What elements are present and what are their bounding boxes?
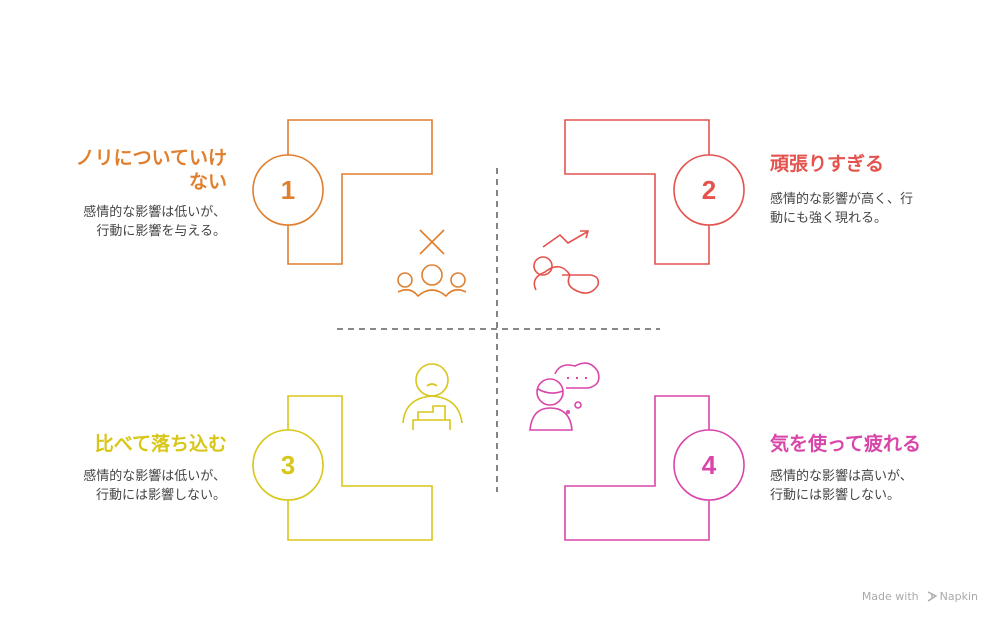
badge-number-1: 1: [281, 175, 295, 205]
desc-line: 感情的な影響は低いが、: [83, 469, 226, 484]
quadrant-1-title: ノリについていけ ない: [40, 146, 227, 194]
sad-comparison-icon: [402, 363, 463, 430]
napkin-logo-icon: [927, 591, 938, 602]
desc-line: 感情的な影響は低いが、: [83, 205, 226, 220]
quadrant-4-title: 気を使って疲れる: [770, 433, 922, 455]
excluded-group-icon: [397, 229, 467, 298]
overexertion-icon: [533, 230, 600, 294]
badge-number-3: 3: [281, 450, 295, 480]
quadrant-1-title-line1: ノリについていけ: [75, 147, 227, 169]
made-with-label: Made with: [861, 590, 919, 603]
desc-line: 行動には影響しない。: [770, 488, 901, 503]
desc-line: 行動には影響しない。: [95, 488, 226, 503]
worried-thinking-icon: [529, 362, 600, 431]
desc-line: 感情的な影響は高いが、: [770, 469, 913, 484]
quadrant-3-title: 比べて落ち込む: [94, 433, 227, 455]
badge-number-4: 4: [702, 450, 717, 480]
quadrant-2-title: 頑張りすぎる: [770, 153, 885, 175]
quadrant-1-title-line2: ない: [188, 171, 227, 193]
quadrant-3-frame: [287, 395, 433, 541]
quadrant-1-frame: [287, 119, 433, 265]
napkin-brand: Napkin: [939, 590, 978, 603]
quadrant-2-badge: [673, 154, 745, 226]
quadrant-2-frame: [564, 119, 710, 265]
quadrant-1-description: 感情的な影響は低いが、 行動に影響を与える。: [30, 203, 226, 241]
quadrant-1-badge: [252, 154, 324, 226]
quadrant-3-badge: [252, 429, 324, 501]
quadrant-2-description: 感情的な影響が高く、行 動にも強く現れる。: [770, 190, 960, 228]
made-with-napkin-footer[interactable]: Made with Napkin: [862, 590, 978, 603]
desc-line: 感情的な影響が高く、行: [770, 192, 914, 207]
quadrant-4-description: 感情的な影響は高いが、 行動には影響しない。: [770, 467, 960, 505]
quadrant-4-badge: [673, 429, 745, 501]
axis-dividers: [337, 168, 660, 492]
quadrant-4-frame: [564, 395, 710, 541]
desc-line: 行動に影響を与える。: [96, 224, 226, 239]
desc-line: 動にも強く現れる。: [770, 211, 888, 226]
quadrant-3-description: 感情的な影響は低いが、 行動には影響しない。: [30, 467, 226, 505]
badge-number-2: 2: [702, 175, 716, 205]
